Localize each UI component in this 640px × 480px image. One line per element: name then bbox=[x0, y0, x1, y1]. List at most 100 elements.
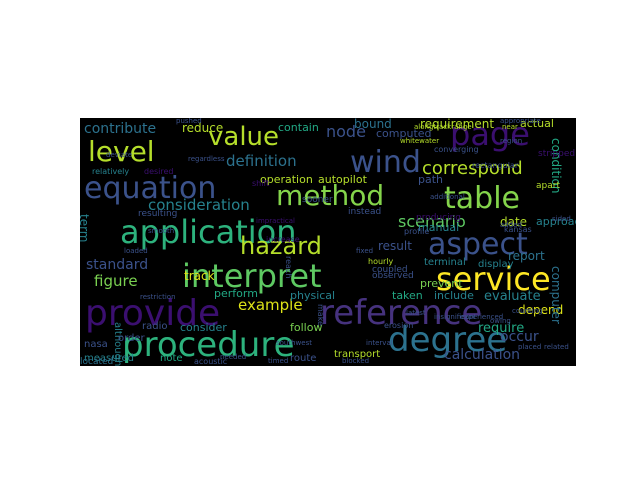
cloud-word: scenario bbox=[398, 212, 466, 231]
cloud-word: interpret bbox=[182, 257, 322, 295]
cloud-word: node bbox=[326, 122, 366, 141]
cloud-word: kansas bbox=[504, 225, 532, 234]
cloud-word: procedure bbox=[122, 325, 295, 365]
cloud-word: counting bbox=[512, 307, 543, 315]
cloud-word: method bbox=[276, 179, 385, 212]
cloud-word: evaluate bbox=[484, 289, 541, 304]
cloud-word: example bbox=[238, 296, 303, 314]
cloud-word: computed bbox=[376, 127, 432, 140]
cloud-word: sooner bbox=[302, 195, 333, 205]
cloud-word: nasa bbox=[84, 339, 108, 350]
cloud-word: timed bbox=[268, 357, 289, 365]
cloud-word: latest bbox=[406, 309, 426, 317]
cloud-word: actual bbox=[520, 118, 554, 130]
cloud-word: near bbox=[502, 123, 518, 131]
cloud-word: southwest bbox=[276, 339, 312, 347]
cloud-word: contain bbox=[278, 121, 319, 134]
cloud-word: observed bbox=[372, 271, 414, 281]
cloud-word: definition bbox=[226, 152, 297, 170]
cloud-word: equation bbox=[84, 171, 217, 206]
cloud-word: whitewater bbox=[400, 137, 440, 145]
cloud-word: order bbox=[118, 333, 145, 344]
cloud-word: taken bbox=[392, 289, 423, 302]
cloud-word: resulting bbox=[138, 209, 178, 219]
cloud-word: provide bbox=[85, 293, 221, 334]
cloud-word: coupled bbox=[372, 265, 408, 275]
cloud-word: added bbox=[500, 221, 522, 229]
cloud-word: require bbox=[478, 321, 525, 336]
cloud-word: result bbox=[378, 239, 412, 253]
cloud-word: producing bbox=[416, 213, 462, 223]
cloud-word: converging bbox=[434, 145, 479, 154]
cloud-word: reference bbox=[320, 293, 483, 333]
cloud-word: figure bbox=[94, 272, 138, 290]
cloud-word: term bbox=[80, 214, 91, 243]
cloud-word: consideration bbox=[148, 196, 250, 214]
cloud-word: track bbox=[184, 269, 215, 283]
cloud-word: desired bbox=[144, 167, 174, 176]
cloud-word: computer bbox=[549, 266, 563, 324]
cloud-word: hazard bbox=[240, 232, 322, 260]
cloud-word: stripped bbox=[538, 149, 576, 159]
cloud-word: terminal bbox=[424, 257, 466, 268]
cloud-word: pushed bbox=[176, 118, 202, 125]
cloud-word: display bbox=[478, 259, 514, 270]
cloud-word: apart bbox=[536, 181, 560, 191]
cloud-word: impractical bbox=[256, 217, 295, 225]
cloud-word: alongtrackrange bbox=[414, 123, 472, 131]
cloud-word: contribute bbox=[84, 121, 157, 137]
cloud-word: smooth bbox=[148, 227, 175, 235]
cloud-word: although bbox=[112, 322, 123, 366]
cloud-word: owing bbox=[490, 317, 511, 325]
cloud-word: reduce bbox=[182, 121, 224, 135]
cloud-word: physical bbox=[290, 289, 336, 302]
cloud-word: measured bbox=[84, 353, 134, 364]
cloud-word: rectangular bbox=[472, 161, 519, 170]
cloud-word: increase bbox=[266, 235, 300, 244]
cloud-word: degree bbox=[388, 320, 508, 360]
cloud-word: follow bbox=[290, 321, 323, 334]
cloud-word: prevent bbox=[420, 277, 463, 290]
cloud-word: interval bbox=[366, 339, 393, 347]
cloud-word: approach bbox=[536, 215, 576, 228]
cloud-word: application bbox=[120, 213, 297, 251]
cloud-word: perform bbox=[214, 287, 258, 300]
cloud-word: profile bbox=[404, 227, 430, 236]
cloud-word: shift bbox=[252, 179, 270, 188]
cloud-word: relatively bbox=[92, 167, 130, 176]
cloud-word: value bbox=[208, 122, 280, 152]
cloud-word: erosion bbox=[384, 321, 414, 330]
cloud-word: consider bbox=[180, 321, 227, 334]
cloud-word: experienced bbox=[460, 313, 504, 321]
cloud-word: insignificant bbox=[434, 313, 477, 321]
cloud-word: operation bbox=[260, 173, 313, 186]
cloud-word: fixed bbox=[356, 247, 374, 255]
cloud-word: transport bbox=[334, 349, 381, 360]
cloud-word: include bbox=[434, 289, 474, 302]
cloud-word: requirement bbox=[420, 118, 495, 131]
cloud-word: service bbox=[436, 260, 551, 298]
cloud-word: placed bbox=[518, 343, 542, 351]
cloud-word: calculation bbox=[444, 347, 521, 363]
cloud-word: aspect bbox=[428, 227, 528, 262]
cloud-word: located bbox=[80, 357, 114, 367]
cloud-word: needed bbox=[220, 353, 247, 361]
cloud-word: date bbox=[500, 215, 528, 229]
cloud-word: wind bbox=[350, 145, 421, 180]
cloud-word: sided bbox=[552, 215, 571, 223]
cloud-word: manual bbox=[418, 221, 460, 234]
cloud-word: note bbox=[160, 353, 183, 364]
cloud-word: regardless bbox=[188, 155, 225, 163]
cloud-word: level bbox=[88, 135, 155, 168]
cloud-word: make bbox=[316, 304, 325, 326]
cloud-word: instead bbox=[348, 207, 382, 217]
cloud-word: autopilot bbox=[318, 173, 367, 186]
cloud-word: blocked bbox=[342, 357, 370, 365]
cloud-word: additional bbox=[430, 193, 465, 201]
cloud-word: bound bbox=[354, 118, 392, 131]
cloud-word: acoustic bbox=[194, 357, 228, 366]
cloud-word: appropriate bbox=[500, 118, 541, 125]
cloud-word: report bbox=[508, 249, 545, 263]
cloud-word: table bbox=[444, 181, 520, 216]
cloud-word: deviate bbox=[106, 151, 133, 159]
